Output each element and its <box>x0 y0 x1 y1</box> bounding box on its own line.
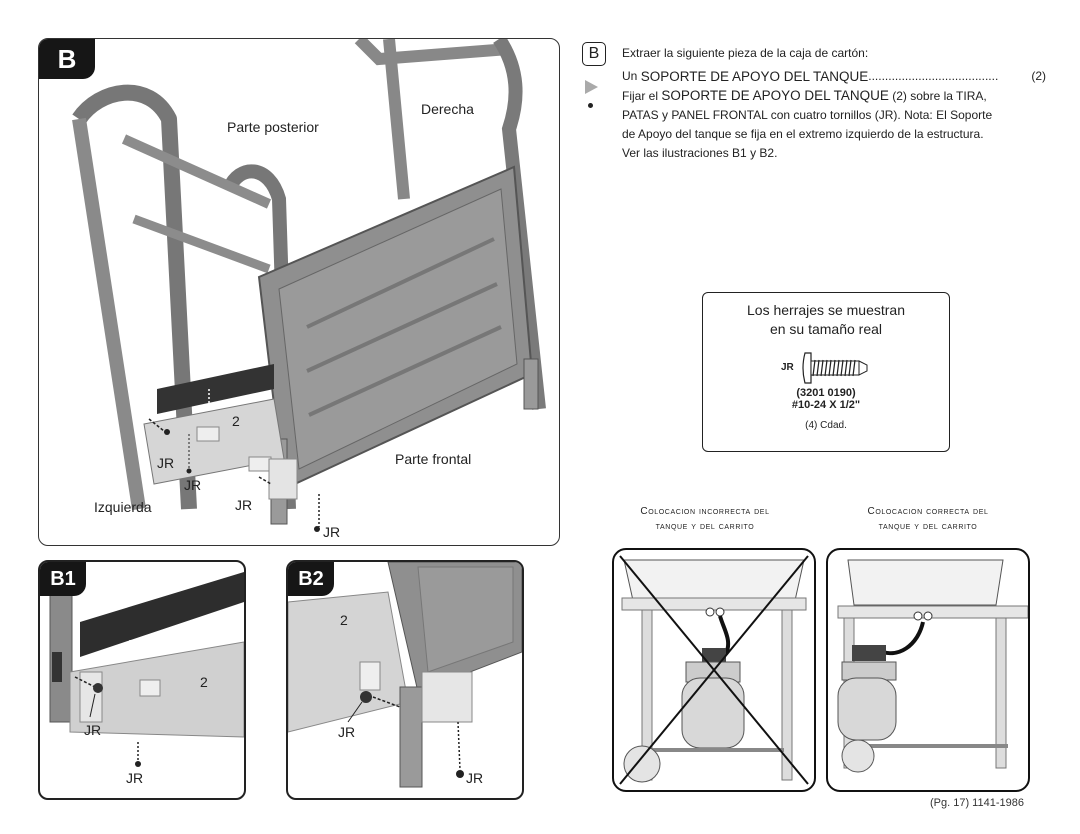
step-badge: B <box>582 42 606 66</box>
bullet-line-3: de Apoyo del tanque se fija en el extrem… <box>622 127 984 141</box>
hardware-title-line1: Los herrajes se muestran <box>747 302 905 318</box>
hardware-title-line2: en su tamaño real <box>769 321 883 337</box>
screw-icon <box>802 352 868 384</box>
figure-b1-badge: B1 <box>40 562 86 596</box>
correct-placement-panel <box>826 548 1030 792</box>
correct-caption-line1: Colocacion correcta del <box>867 506 989 517</box>
bullet-line-2: PATAS y PANEL FRONTAL con cuatro tornill… <box>622 108 993 122</box>
label-rear: Parte posterior <box>227 119 319 135</box>
figure-b1: B1 2 JR JR <box>38 560 246 800</box>
bullet-icon <box>588 103 593 108</box>
bullet-line-4: Ver las ilustraciones B1 y B2. <box>622 146 778 160</box>
hardware-code: JR <box>781 362 794 373</box>
page-footer: (Pg. 17) 1141-1986 <box>930 797 1024 809</box>
hardware-part: (3201 0190) #10-24 X 1/2" <box>703 387 949 411</box>
jr-label: JR <box>235 497 253 513</box>
grill-frame-illustration <box>72 39 546 532</box>
correct-caption-line2: tanque y del carrito <box>878 521 978 532</box>
correct-tank-illustration <box>837 559 1028 773</box>
part-number-label: 2 <box>340 612 348 628</box>
jr-label: JR <box>338 724 356 740</box>
item-qty: (2) <box>1031 69 1046 83</box>
hardware-part-number: (3201 0190) <box>796 387 856 399</box>
jr-label: JR <box>466 770 484 786</box>
incorrect-caption-line2: tanque y del carrito <box>655 521 755 532</box>
item-prefix: Un <box>622 69 641 83</box>
incorrect-tank-illustration <box>619 555 809 785</box>
jr-label: JR <box>157 455 175 471</box>
label-front: Parte frontal <box>395 451 472 467</box>
parts-list-item: Un SOPORTE DE APOYO DEL TANQUE .........… <box>622 67 1046 86</box>
hardware-qty: (4) Cdad. <box>805 420 847 431</box>
incorrect-caption-line1: Colocacion incorrecta del <box>640 506 770 517</box>
instructions-text: Extraer la siguiente pieza de la caja de… <box>622 44 1052 163</box>
hardware-box: Los herrajes se muestran en su tamaño re… <box>702 292 950 452</box>
label-part-number: 2 <box>232 413 240 429</box>
arrow-icon <box>585 80 598 94</box>
bullet-rest: (2) sobre la TIRA, <box>888 89 987 103</box>
bullet-line-1: Fijar el SOPORTE DE APOYO DEL TANQUE (2)… <box>622 86 1052 106</box>
correct-caption: Colocacion correcta del tanque y del car… <box>828 504 1028 534</box>
jr-label: JR <box>84 722 102 738</box>
jr-label: JR <box>184 477 202 493</box>
figure-b: B Parte posterior Derecha Parte frontal … <box>38 38 560 546</box>
incorrect-caption: Colocacion incorrecta del tanque y del c… <box>600 504 810 534</box>
bullet-prefix: Fijar el <box>622 89 662 103</box>
item-dots: ....................................... <box>868 69 999 83</box>
figure-b2: B2 2 JR JR <box>286 560 524 800</box>
item-name: SOPORTE DE APOYO DEL TANQUE <box>640 69 869 84</box>
hardware-spec: #10-24 X 1/2" <box>791 399 861 411</box>
figure-b-badge: B <box>39 39 95 79</box>
jr-label: JR <box>323 524 341 540</box>
hardware-title: Los herrajes se muestran en su tamaño re… <box>703 301 949 339</box>
detail-b2-illustration <box>288 562 522 788</box>
detail-b1-illustration <box>49 572 244 767</box>
instructions-intro: Extraer la siguiente pieza de la caja de… <box>622 46 869 60</box>
figure-b2-badge: B2 <box>288 562 334 596</box>
part-number-label: 2 <box>200 674 208 690</box>
label-right: Derecha <box>421 101 474 117</box>
jr-label: JR <box>126 770 144 786</box>
label-left: Izquierda <box>94 499 152 515</box>
incorrect-placement-panel <box>612 548 816 792</box>
bullet-name: SOPORTE DE APOYO DEL TANQUE <box>661 88 889 103</box>
